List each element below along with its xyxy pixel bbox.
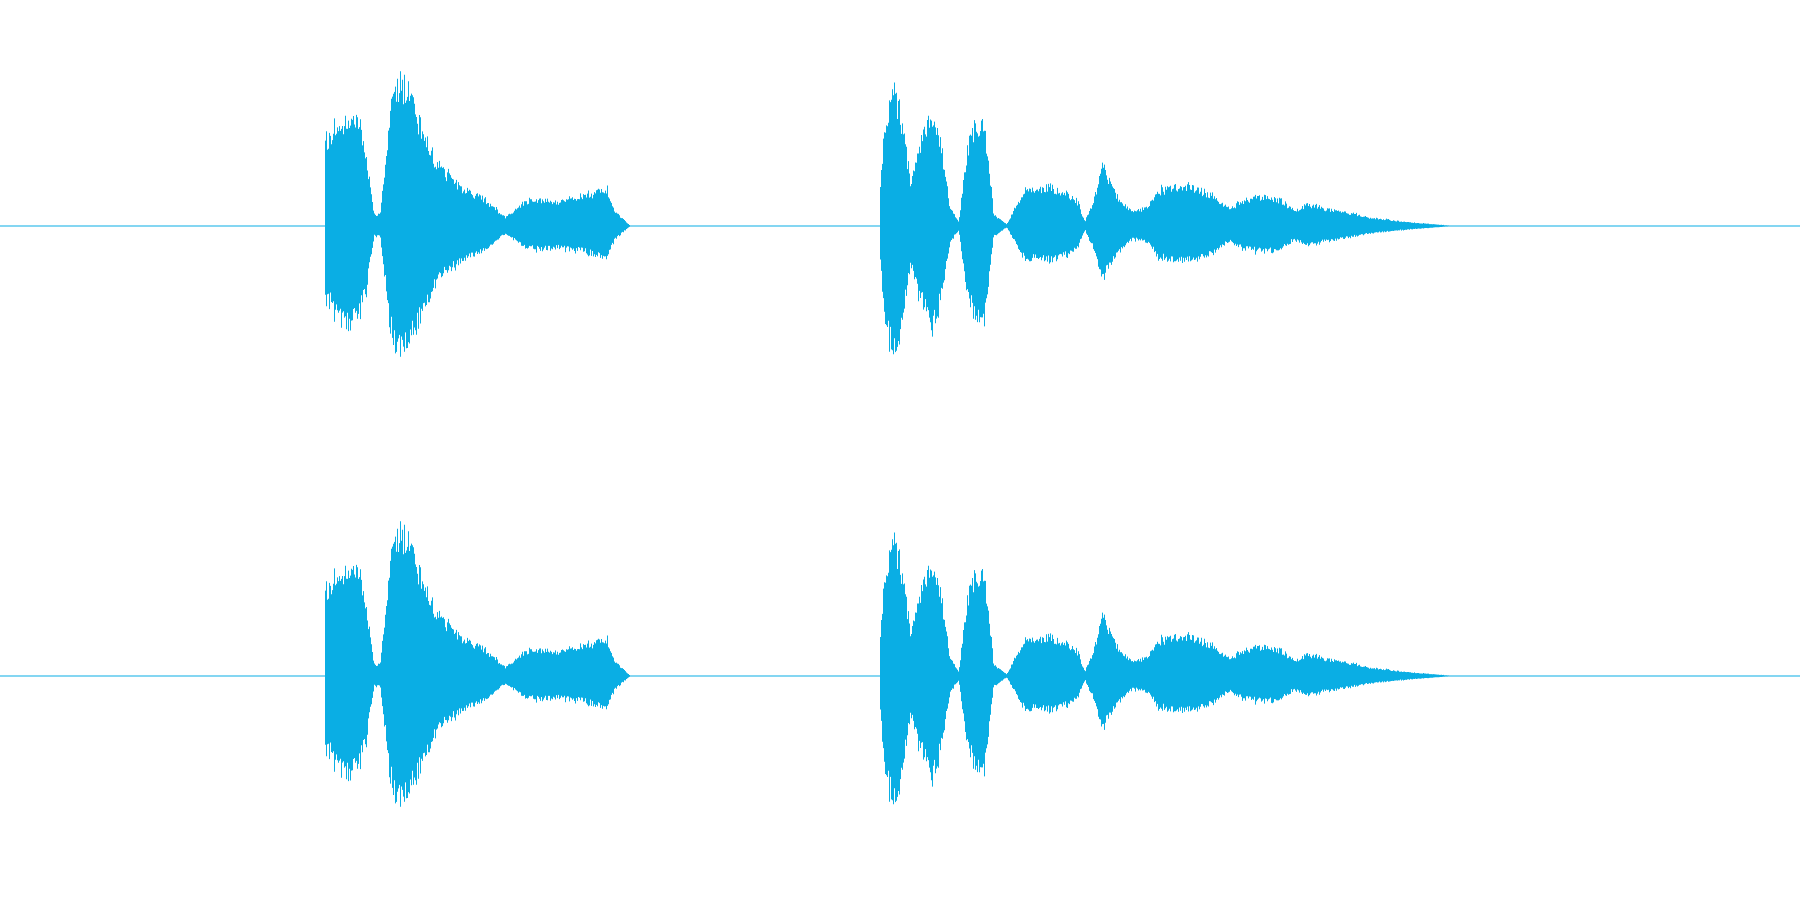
waveform-burst-2 [880, 82, 1455, 355]
waveform-channel-1 [0, 71, 1800, 357]
waveform-channel-2 [0, 521, 1800, 807]
waveform-burst-2 [880, 532, 1455, 805]
waveform-burst-1 [325, 71, 630, 357]
waveform-burst-1 [325, 521, 630, 807]
